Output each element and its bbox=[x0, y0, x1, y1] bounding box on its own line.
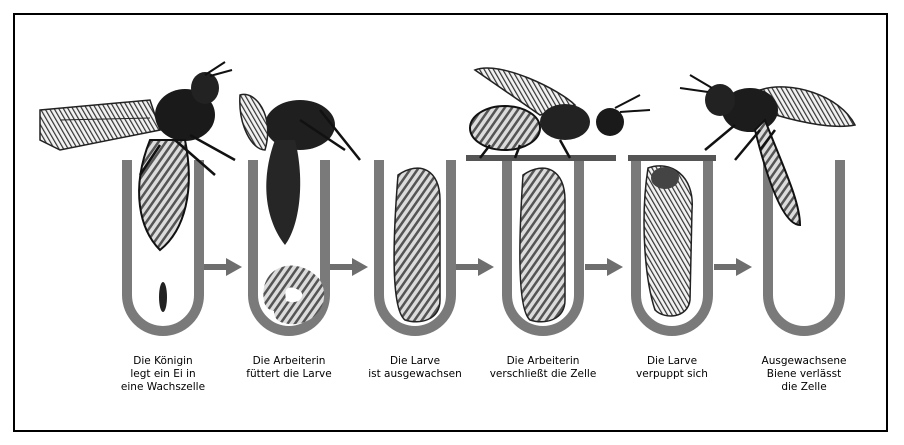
pupa-illustration bbox=[644, 166, 692, 316]
arrow-5 bbox=[714, 258, 752, 276]
arrow-3 bbox=[456, 258, 494, 276]
caption-larva-pupates: Die Larve verpuppt sich bbox=[602, 355, 742, 381]
wax-cells bbox=[127, 155, 840, 331]
caption-larva-grown: Die Larve ist ausgewachsen bbox=[345, 355, 485, 381]
arrow-2 bbox=[330, 258, 368, 276]
caption-worker-caps-cell: Die Arbeiterin verschließt die Zelle bbox=[473, 355, 613, 381]
caption-adult-leaves-cell: Ausgewachsene Biene verlässt die Zelle bbox=[734, 355, 874, 394]
grown-larva-illustration bbox=[394, 168, 440, 322]
arrow-4 bbox=[585, 258, 623, 276]
cell-cap-4 bbox=[466, 155, 616, 161]
worker-capping-illustration bbox=[470, 68, 650, 322]
arrow-1 bbox=[204, 258, 242, 276]
caption-worker-feeds-larva: Die Arbeiterin füttert die Larve bbox=[219, 355, 359, 381]
queen-bee-illustration bbox=[40, 62, 235, 312]
caption-queen-lays-egg: Die Königin legt ein Ei in eine Wachszel… bbox=[93, 355, 233, 394]
egg bbox=[159, 282, 167, 312]
larva-curled bbox=[274, 277, 313, 314]
cell-cap-5 bbox=[628, 155, 716, 161]
